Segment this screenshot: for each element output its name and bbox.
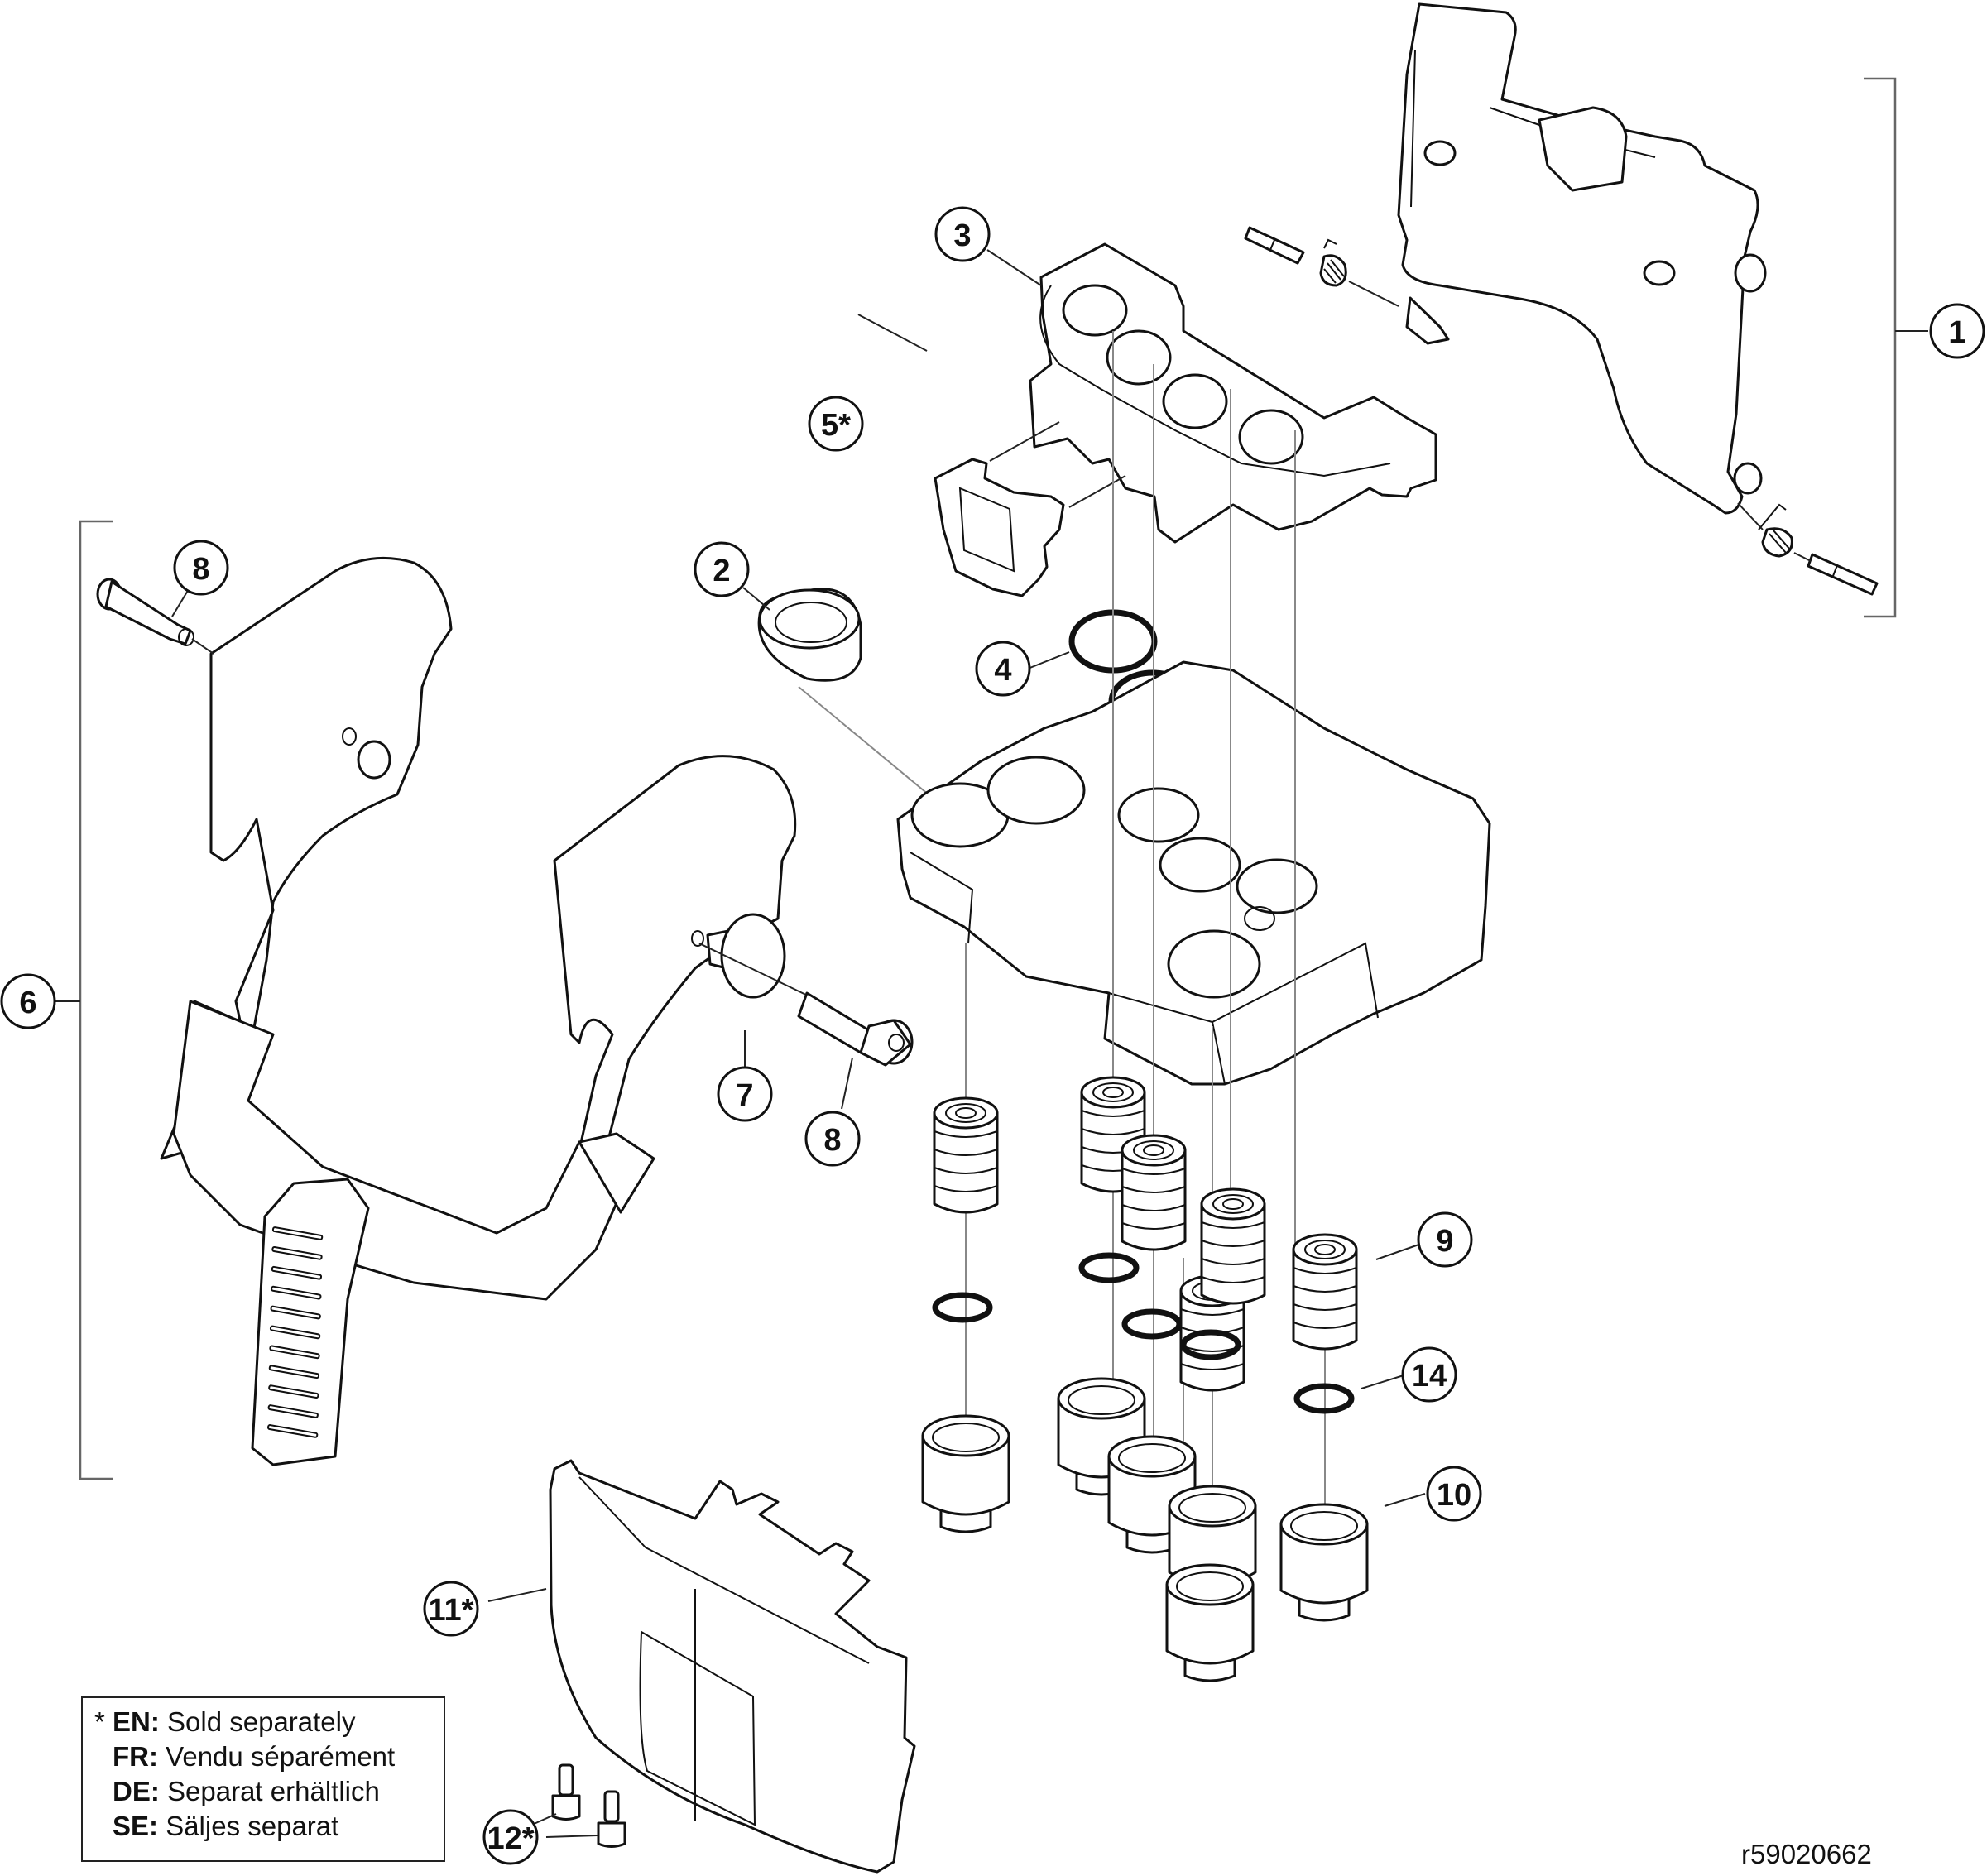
grip-rib — [269, 1345, 320, 1360]
coupling — [933, 1096, 999, 1214]
callout-label: 7 — [736, 1078, 753, 1113]
part-11-front-cover — [549, 1459, 916, 1874]
part-1-mounting-plate — [1397, 2, 1767, 515]
drawing-reference-number: r59020662 — [1741, 1839, 1872, 1869]
grip-rib — [268, 1384, 319, 1399]
callout-10[interactable]: 10 — [1426, 1466, 1482, 1522]
part-12-screws — [551, 1763, 626, 1848]
legend-marker: * — [94, 1706, 105, 1737]
o-ring — [932, 1292, 993, 1323]
legend-code: DE: — [113, 1776, 160, 1806]
grip-rib — [271, 1226, 324, 1240]
callout-label: 4 — [994, 653, 1011, 688]
callout-7[interactable]: 7 — [717, 1066, 773, 1122]
callout-3[interactable]: 3 — [934, 206, 991, 262]
grip-rib — [271, 1265, 323, 1280]
o-ring — [1180, 1329, 1241, 1360]
grip-rib — [269, 1325, 321, 1340]
legend-text: Vendu séparément — [166, 1741, 396, 1772]
part-9-couplings — [933, 1076, 1358, 1392]
part-1-spring-lower — [1737, 502, 1812, 562]
callout-leaders — [171, 249, 1427, 1838]
callout-2[interactable]: 2 — [694, 541, 750, 597]
part-8-pin-lower — [797, 991, 914, 1067]
o-ring — [1121, 1308, 1183, 1340]
callout-14[interactable]: 14 — [1401, 1346, 1457, 1403]
coupling — [1292, 1233, 1358, 1351]
callout-label: 11* — [429, 1593, 474, 1628]
callout-label: 8 — [192, 552, 209, 587]
callout-label: 5* — [821, 408, 851, 443]
grip-rib — [267, 1404, 319, 1418]
callout-5[interactable]: 5* — [808, 396, 864, 452]
callout-8-lower[interactable]: 8 — [804, 1111, 861, 1167]
grip-rib — [270, 1305, 321, 1320]
part-6-handle-frame — [160, 556, 797, 1466]
legend-text: Sold separately — [167, 1706, 356, 1737]
grip-rib — [266, 1424, 319, 1438]
part-1-pin-upper — [1244, 226, 1305, 265]
callout-12[interactable]: 12* — [482, 1809, 539, 1865]
part-8-pin-upper — [96, 578, 214, 655]
callout-9[interactable]: 9 — [1417, 1211, 1473, 1268]
legend-code: FR: — [113, 1741, 158, 1772]
o-ring — [1293, 1383, 1355, 1414]
legend-text: Separat erhältlich — [167, 1776, 380, 1806]
coupling — [1121, 1134, 1187, 1251]
coupling — [1200, 1187, 1266, 1305]
group-bracket-6 — [79, 520, 113, 1480]
callout-label: 9 — [1436, 1224, 1453, 1259]
callout-label: 8 — [823, 1123, 841, 1158]
legend-box: * EN: Sold separately FR: Vendu séparémen… — [81, 1696, 445, 1862]
legend-row-se: SE: Säljes separat — [94, 1809, 432, 1844]
part-10-sleeves — [921, 1377, 1369, 1682]
sleeve — [1279, 1503, 1369, 1622]
callout-label: 3 — [953, 218, 971, 253]
callout-11[interactable]: 11* — [423, 1581, 479, 1637]
callout-label: 1 — [1948, 315, 1965, 350]
legend-row-de: DE: Separat erhältlich — [94, 1774, 432, 1809]
part-2-seal — [757, 588, 969, 828]
part-1-pin-lower — [1807, 553, 1879, 596]
part-3-top-cover — [1029, 242, 1437, 544]
callout-4[interactable]: 4 — [975, 641, 1031, 697]
callout-1[interactable]: 1 — [1929, 303, 1985, 359]
part-7-cap — [691, 913, 812, 999]
callout-label: 12* — [487, 1821, 534, 1856]
callout-label: 10 — [1437, 1478, 1471, 1513]
callout-label: 6 — [19, 986, 36, 1020]
manifold-block — [896, 660, 1491, 1086]
legend-code: SE: — [113, 1811, 159, 1841]
sleeve — [1165, 1563, 1255, 1682]
o-ring — [1078, 1252, 1140, 1283]
legend-row-en: * EN: Sold separately — [94, 1705, 432, 1739]
legend-row-fr: FR: Vendu séparément — [94, 1739, 432, 1774]
group-bracket-1 — [1864, 77, 1897, 618]
legend-code: EN: — [113, 1706, 160, 1737]
grip-rib — [271, 1285, 322, 1300]
grip-rib — [268, 1365, 320, 1379]
legend-text: Säljes separat — [166, 1811, 339, 1841]
callout-label: 14 — [1412, 1359, 1447, 1394]
part-14-orings — [932, 1252, 1355, 1414]
sleeve — [921, 1414, 1010, 1533]
part-5-clip — [934, 421, 1126, 597]
grip-rib — [271, 1246, 323, 1260]
callout-6[interactable]: 6 — [0, 973, 56, 1029]
callout-label: 2 — [713, 554, 730, 588]
part-1-spring-upper — [1319, 238, 1399, 307]
callout-8-upper[interactable]: 8 — [173, 540, 229, 596]
grip-ribs — [266, 1226, 324, 1438]
